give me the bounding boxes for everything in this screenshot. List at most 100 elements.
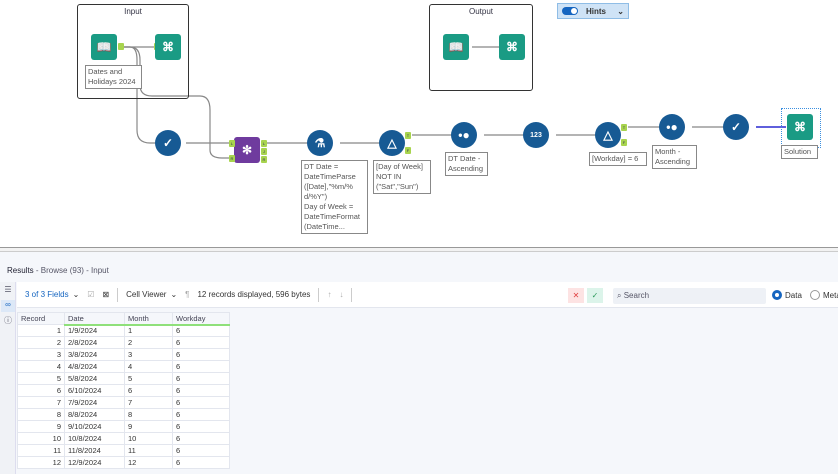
table-cell[interactable]: 6 <box>172 360 230 373</box>
join-anchor-r[interactable]: R <box>229 155 235 162</box>
filter-tool-icon[interactable]: △ <box>595 122 621 148</box>
table-cell[interactable]: 11/8/2024 <box>64 444 125 457</box>
table-cell[interactable]: 6/10/2024 <box>64 384 125 397</box>
join-anchor-l[interactable]: L <box>229 140 235 147</box>
table-cell[interactable]: 9 <box>124 420 173 433</box>
table-cell[interactable]: 8/8/2024 <box>64 408 125 421</box>
table-cell[interactable]: 2/8/2024 <box>64 336 125 349</box>
table-cell[interactable]: 6 <box>172 348 230 361</box>
pane-splitter[interactable] <box>0 247 838 252</box>
join-output-l[interactable]: L <box>261 140 267 147</box>
pilcrow-icon[interactable]: ¶ <box>185 290 190 299</box>
table-cell[interactable]: 6 <box>172 384 230 397</box>
radio-unselected-icon[interactable] <box>810 290 820 300</box>
table-cell[interactable]: 6 <box>124 384 173 397</box>
table-cell[interactable]: 6 <box>172 324 230 337</box>
table-cell[interactable]: 9 <box>17 420 65 433</box>
table-cell[interactable]: 6 <box>172 408 230 421</box>
formula-tool-flask-icon[interactable]: ⚗ <box>307 130 333 156</box>
filter-true-anchor[interactable]: T <box>405 132 411 139</box>
table-cell[interactable]: 11 <box>124 444 173 457</box>
table-cell[interactable]: 2 <box>17 336 65 349</box>
input-data-tool-book-icon[interactable]: 📖 <box>91 34 117 60</box>
table-cell[interactable]: 4/8/2024 <box>64 360 125 373</box>
close-icon[interactable]: ✕ <box>568 288 584 303</box>
table-cell[interactable]: 1 <box>124 324 173 337</box>
radio-data[interactable]: Data <box>772 290 802 300</box>
table-cell[interactable]: 12 <box>124 456 173 469</box>
browse-tool-binoculars-icon[interactable]: ⌘ <box>787 114 813 140</box>
binoculars-icon[interactable]: ∞ <box>1 300 15 312</box>
table-cell[interactable]: 8 <box>124 408 173 421</box>
table-cell[interactable]: 10 <box>124 432 173 445</box>
search-input[interactable]: ⌕ Search <box>613 288 766 304</box>
edit-icon[interactable]: ☑ <box>87 290 95 299</box>
table-cell[interactable]: 6 <box>172 432 230 445</box>
filter-true-anchor[interactable]: T <box>621 124 627 131</box>
input-data-tool-book-icon[interactable]: 📖 <box>443 34 469 60</box>
table-cell[interactable]: 4 <box>124 360 173 373</box>
list-icon[interactable]: ☰ <box>4 285 12 294</box>
table-cell[interactable]: 12 <box>17 456 65 469</box>
sort-tool-icon[interactable]: •● <box>451 122 477 148</box>
column-header-record[interactable]: Record <box>17 312 65 325</box>
table-cell[interactable]: 5/8/2024 <box>64 372 125 385</box>
browse-tool-binoculars-icon[interactable]: ⌘ <box>155 34 181 60</box>
help-icon[interactable]: ⓘ <box>4 316 12 325</box>
table-cell[interactable]: 10 <box>17 432 65 445</box>
filter-false-anchor[interactable]: F <box>621 139 627 146</box>
table-cell[interactable]: 6 <box>172 372 230 385</box>
table-cell[interactable]: 12/9/2024 <box>64 456 125 469</box>
join-tool-icon[interactable]: ✻ <box>234 137 260 163</box>
table-cell[interactable]: 6 <box>172 420 230 433</box>
clear-icon[interactable]: ⊠ <box>102 290 110 299</box>
toggle-icon[interactable] <box>562 7 578 15</box>
column-header-date[interactable]: Date <box>64 312 125 326</box>
radio-metadata[interactable]: Meta <box>810 290 838 300</box>
container-input[interactable]: Input <box>77 4 189 99</box>
workflow-canvas[interactable]: Input Output Hints ⌄ 📖 ⌘ Dates and Holid… <box>0 0 838 250</box>
column-header-month[interactable]: Month <box>124 312 173 326</box>
filter-tool-icon[interactable]: △ <box>379 130 405 156</box>
table-cell[interactable]: 10/8/2024 <box>64 432 125 445</box>
sort-tool-icon[interactable]: •● <box>659 114 685 140</box>
table-cell[interactable]: 4 <box>17 360 65 373</box>
table-cell[interactable]: 6 <box>17 384 65 397</box>
table-cell[interactable]: 5 <box>124 372 173 385</box>
table-cell[interactable]: 9/10/2024 <box>64 420 125 433</box>
check-icon[interactable]: ✓ <box>587 288 603 303</box>
join-output-r[interactable]: R <box>261 156 267 163</box>
table-cell[interactable]: 11 <box>17 444 65 457</box>
table-cell[interactable]: 6 <box>172 444 230 457</box>
arrow-down-icon[interactable]: ↓ <box>339 290 344 299</box>
table-cell[interactable]: 1/9/2024 <box>64 324 125 337</box>
arrow-up-icon[interactable]: ↑ <box>327 290 332 299</box>
table-cell[interactable]: 1 <box>17 324 65 337</box>
container-output[interactable]: Output <box>429 4 533 91</box>
table-cell[interactable]: 5 <box>17 372 65 385</box>
select-tool-check-icon[interactable]: ✓ <box>723 114 749 140</box>
cell-viewer-dropdown[interactable]: Cell Viewer <box>126 290 167 299</box>
radio-selected-icon[interactable] <box>772 290 782 300</box>
record-id-tool-icon[interactable]: 123 <box>523 122 549 148</box>
table-cell[interactable]: 7/9/2024 <box>64 396 125 409</box>
table-cell[interactable]: 3 <box>17 348 65 361</box>
table-cell[interactable]: 7 <box>17 396 65 409</box>
table-cell[interactable]: 6 <box>172 396 230 409</box>
table-cell[interactable]: 8 <box>17 408 65 421</box>
output-anchor[interactable] <box>118 43 124 50</box>
table-cell[interactable]: 7 <box>124 396 173 409</box>
join-output-j[interactable]: J <box>261 148 267 155</box>
